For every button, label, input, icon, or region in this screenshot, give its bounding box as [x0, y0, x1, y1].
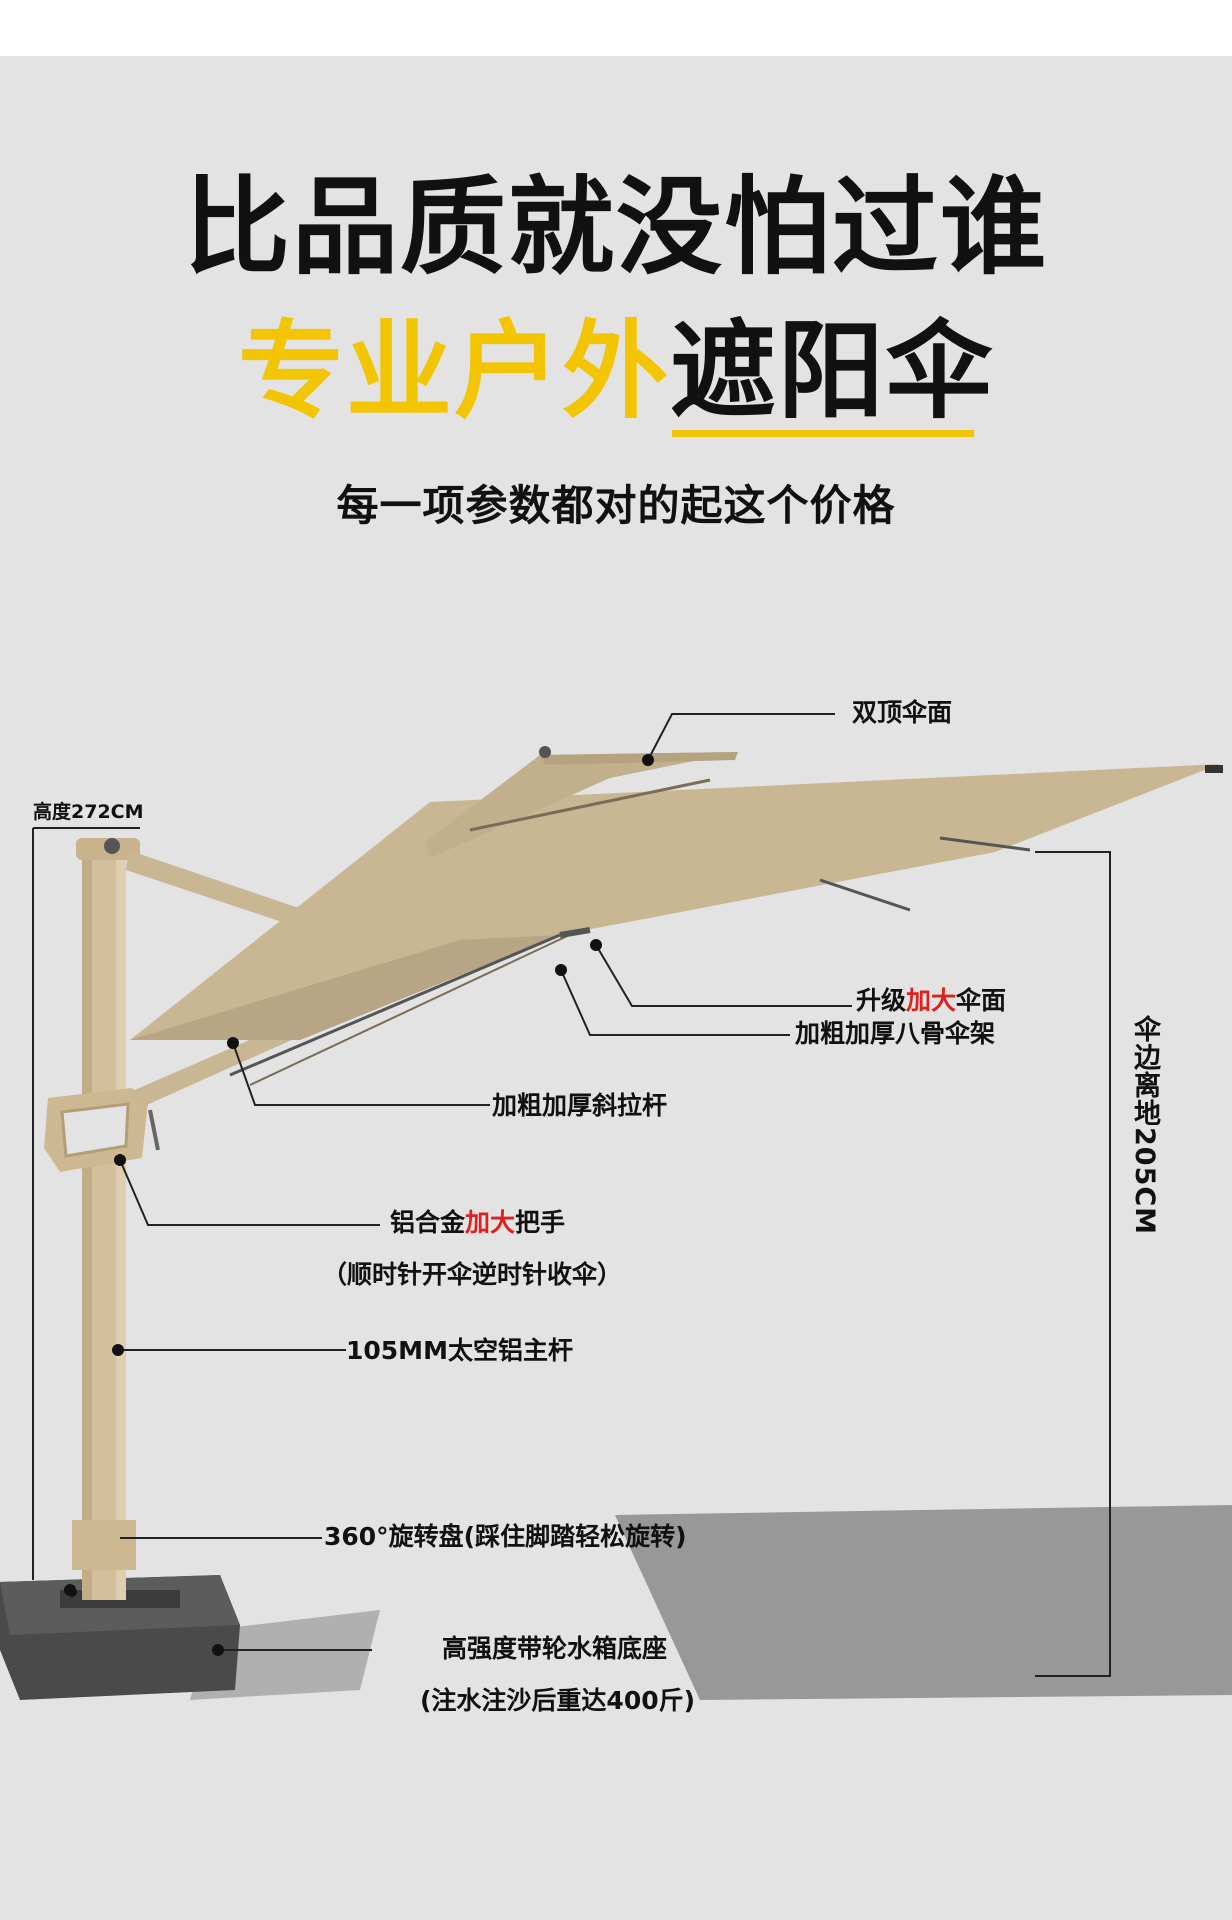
headline-product: 专业户外遮阳伞	[0, 312, 1232, 432]
headline-underline	[672, 430, 974, 437]
label-base: 高强度带轮水箱底座	[442, 1634, 668, 1663]
label-rotate: 360°旋转盘(踩住脚踏轻松旋转)	[324, 1522, 687, 1551]
label-handle: 铝合金加大把手	[390, 1207, 565, 1239]
label-ribs: 加粗加厚八骨伞架	[795, 1019, 996, 1048]
label-handle-pre: 铝合金	[390, 1208, 466, 1237]
label-pole: 105MM太空铝主杆	[346, 1336, 573, 1365]
headline-black-part: 遮阳伞	[670, 310, 994, 433]
label-upgrade-red: 加大	[906, 986, 957, 1015]
headline-quality: 比品质就没怕过谁	[184, 166, 1048, 289]
headline-yellow-part: 专业户外	[238, 310, 670, 433]
edge-height-dim-line	[1035, 851, 1111, 1677]
label-handle-red: 加大	[465, 1208, 516, 1237]
handle	[44, 1088, 148, 1172]
label-double-top: 双顶伞面	[852, 698, 953, 727]
label-upgrade-post: 伞面	[956, 986, 1007, 1015]
label-height: 高度272CM	[33, 801, 144, 823]
ground-shadow	[615, 1505, 1232, 1700]
label-strut: 加粗加厚斜拉杆	[492, 1091, 668, 1120]
label-upgrade-pre: 升级	[856, 986, 907, 1015]
label-base-note: (注水注沙后重达400斤)	[420, 1686, 696, 1715]
label-handle-post: 把手	[515, 1208, 566, 1237]
leader-dots	[64, 754, 654, 1656]
canopy-top	[425, 752, 738, 858]
water-tank-base	[0, 1575, 240, 1700]
label-edge-height: 伞边离地205CM	[1129, 1015, 1160, 1236]
subtitle: 每一项参数都对的起这个价格	[336, 481, 896, 530]
label-upgrade-canopy: 升级加大伞面	[856, 985, 1006, 1017]
label-handle-note: （顺时针开伞逆时针收伞）	[322, 1260, 623, 1289]
leader-lines	[71, 713, 852, 1651]
